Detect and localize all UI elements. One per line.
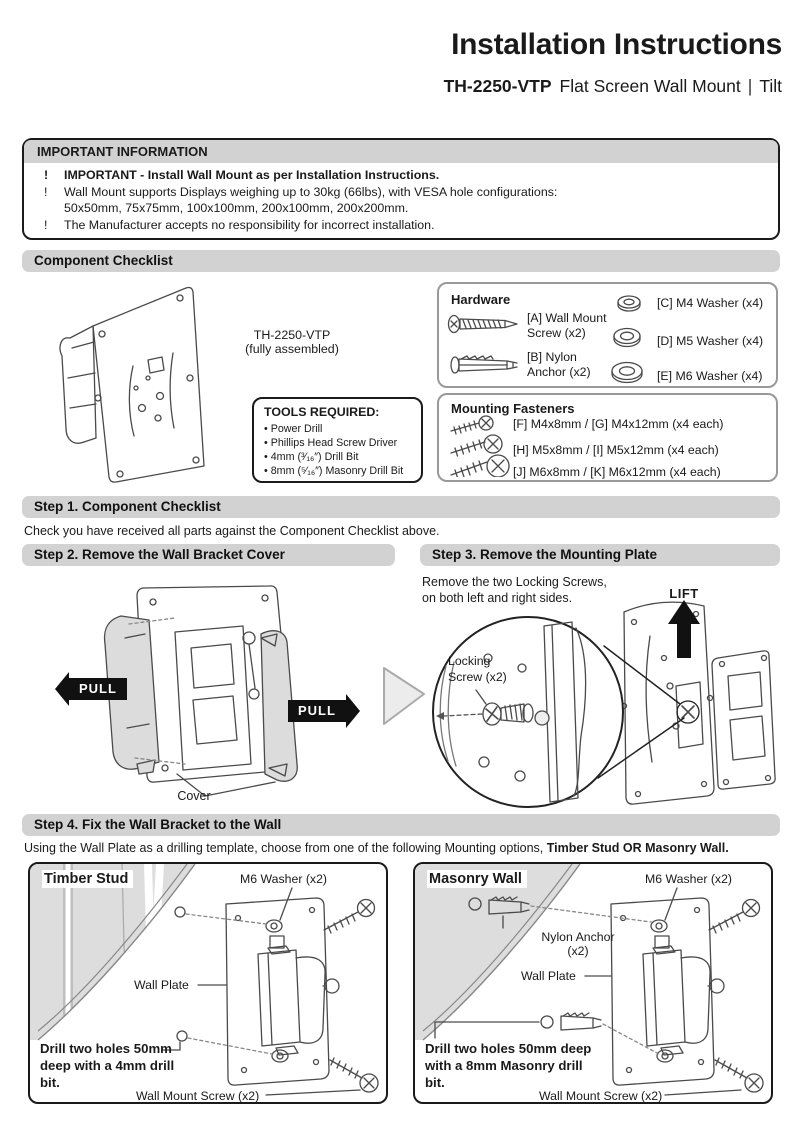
masonry-anchor-label: Nylon Anchor (x2) [541,930,615,958]
hardware-item-c: [C] M4 Washer (x4) [657,296,764,310]
step3-illustration [432,600,776,808]
timber-drill-note: Drill two holes 50mm deep with a 4mm dri… [40,1041,175,1090]
masonry-drill-note: Drill two holes 50mm deep with a 8mm Mas… [425,1041,592,1090]
hardware-item-a-qty: Screw (x2) [527,326,586,340]
hardware-item-b: [B] Nylon [527,350,577,364]
hardware-item-e: [E] M6 Washer (x4) [657,369,763,383]
page-subtitle: TH-2250-VTP Flat Screen Wall Mount | Tilt [444,76,782,97]
subtitle-separator: | [747,76,753,96]
hardware-heading: Hardware [451,292,511,307]
fastener-row-jk: [J] M6x8mm / [K] M6x12mm (x4 each) [513,465,721,479]
important-information-heading: IMPORTANT INFORMATION [24,140,778,163]
page-title: Installation Instructions [451,28,782,61]
hardware-box: Hardware [A] Wall Mount Screw (x2) [B] N… [437,282,778,388]
important-information-box: IMPORTANT INFORMATION ! IMPORTANT - Inst… [22,138,780,240]
tool-item: 8mm (⁵⁄₁₆″) Masonry Drill Bit [264,465,404,477]
timber-washer-label: M6 Washer (x2) [240,872,328,886]
tool-item: 4mm (³⁄₁₆″) Drill Bit [264,451,359,463]
section-step4: Step 4. Fix the Wall Bracket to the Wall [22,814,780,836]
nylon-anchor-icon [450,355,518,374]
tool-item: Power Drill [264,423,323,435]
tools-required-heading: TOOLS REQUIRED: [264,405,380,419]
machine-screws-icon [450,415,510,477]
timber-stud-box: Timber Stud M6 Washer (x2) Wall Plate Dr… [28,862,388,1104]
variant-name: Tilt [759,76,782,96]
locking-screw-label-line1: Locking [448,654,491,668]
masonry-wall-plate-label: Wall Plate [521,969,576,983]
masonry-screw-label: Wall Mount Screw (x2) [539,1089,663,1103]
tools-required-box: TOOLS REQUIRED: Power Drill Phillips Hea… [252,397,423,483]
hardware-item-a: [A] Wall Mount [527,311,607,325]
m4-washer-icon [617,295,641,312]
hardware-item-d: [D] M5 Washer (x4) [657,334,764,348]
section-step3: Step 3. Remove the Mounting Plate [420,544,780,566]
tool-item: Phillips Head Screw Driver [264,437,398,449]
locking-screw-label-line2: Screw (x2) [448,670,507,684]
section-step1: Step 1. Component Checklist [22,496,780,518]
step2-illustration [103,585,298,797]
section-component-checklist: Component Checklist [22,250,780,272]
pull-left-arrow: PULL [55,672,127,706]
timber-wall-plate-label: Wall Plate [134,978,189,992]
model-number: TH-2250-VTP [443,76,552,96]
masonry-wall-illustration [415,864,764,1096]
lift-label: LIFT [669,586,699,601]
mounting-fasteners-box: Mounting Fasteners [F] M4x8mm / [G] M4x1… [437,393,778,482]
next-step-triangle-icon [383,667,425,725]
hardware-item-b-qty: Anchor (x2) [527,365,591,379]
product-label: TH-2250-VTP (fully assembled) [245,328,339,356]
fastener-row-fg: [F] M4x8mm / [G] M4x12mm (x4 each) [513,417,724,431]
timber-stud-heading: Timber Stud [42,870,134,888]
pull-right-arrow: PULL [288,694,360,728]
timber-screw-label: Wall Mount Screw (x2) [136,1089,260,1103]
product-name: Flat Screen Wall Mount [559,76,741,96]
m6-washer-icon [611,361,643,384]
timber-stud-illustration [30,864,379,1096]
section-step2: Step 2. Remove the Wall Bracket Cover [22,544,395,566]
m5-washer-icon [613,327,641,348]
cover-label: Cover [177,789,211,803]
assembled-mount-illustration [59,286,205,483]
step4-body: Using the Wall Plate as a drilling templ… [24,841,729,855]
step3-body-line2: on both left and right sides. [422,591,573,605]
step3-body-line1: Remove the two Locking Screws, [422,575,607,589]
fastener-row-hi: [H] M5x8mm / [I] M5x12mm (x4 each) [513,443,719,457]
wall-mount-screw-icon [447,314,518,334]
step1-body: Check you have received all parts agains… [24,524,440,538]
masonry-wall-box: Masonry Wall M6 Washer (x2) Nylon Anchor… [413,862,773,1104]
masonry-washer-label: M6 Washer (x2) [645,872,733,886]
masonry-wall-heading: Masonry Wall [427,870,527,888]
mounting-fasteners-heading: Mounting Fasteners [451,401,575,416]
